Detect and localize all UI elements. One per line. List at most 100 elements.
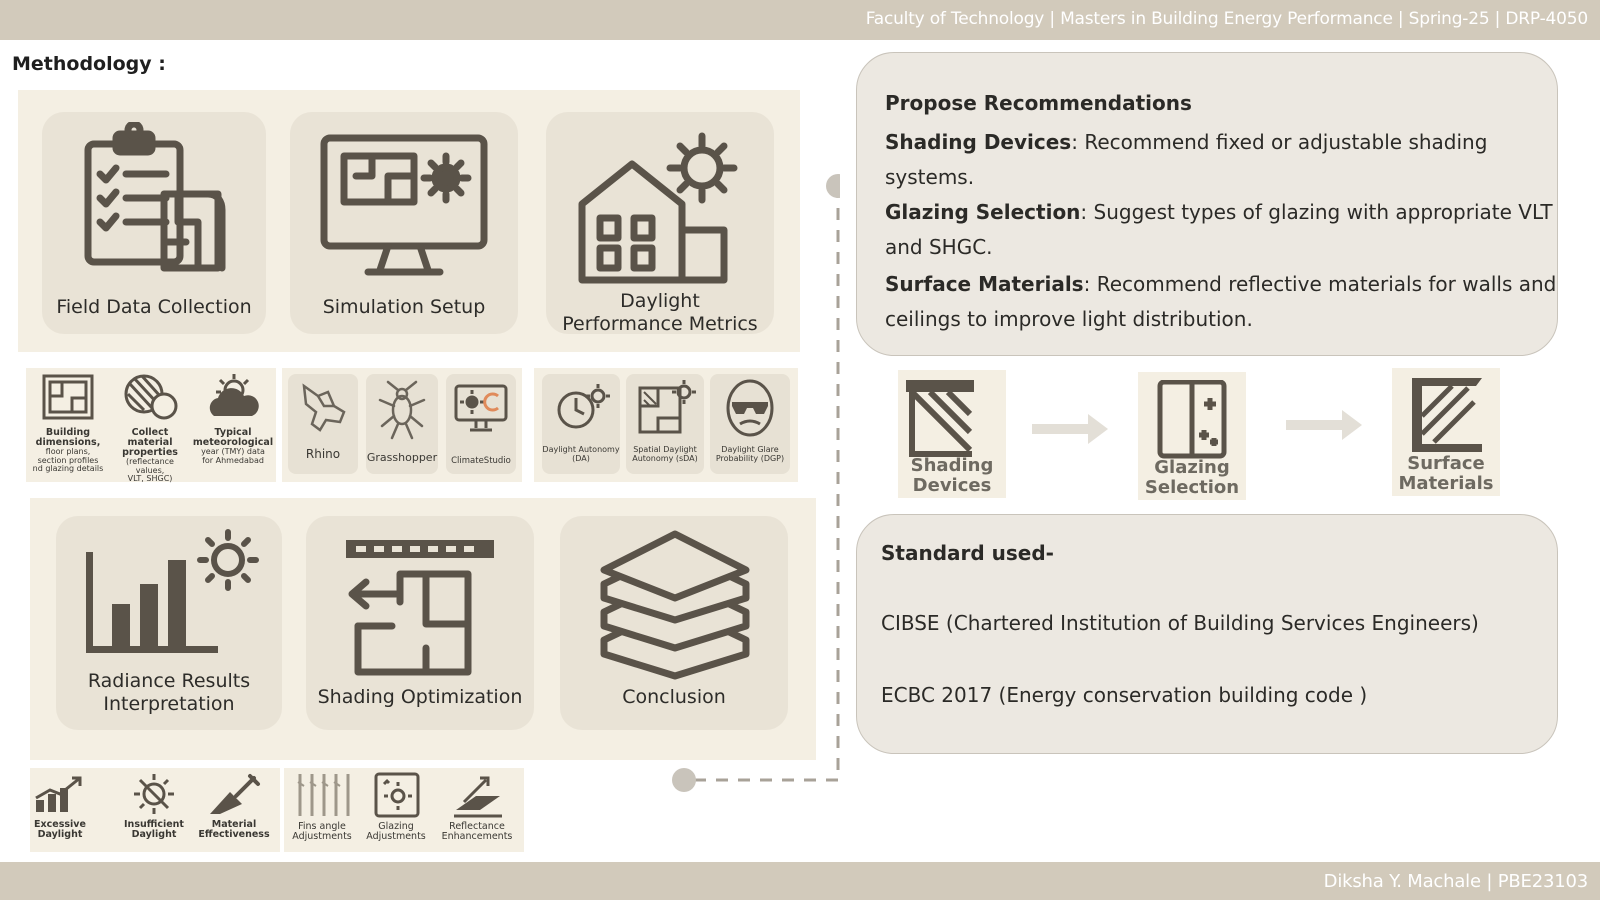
grasshopper-item: Grasshopper <box>366 374 438 474</box>
flow-shading-line2: Devices <box>912 475 992 496</box>
shading-optimization-label: Shading Optimization <box>317 686 523 708</box>
tmy-line2: meteorological <box>192 437 274 448</box>
sunglasses-face-icon <box>726 379 774 437</box>
field-data-strip: Building dimensions, floor plans, sectio… <box>26 368 276 483</box>
bottom-methodology-panel: Radiance Results Interpretation Shading … <box>30 498 816 760</box>
rec-surface-term: Surface Materials <box>885 272 1084 296</box>
reflectance-line2: Enhancements <box>441 831 513 842</box>
plan-louver-icon <box>346 540 494 676</box>
material-properties-line3: properties <box>122 447 178 458</box>
insufficient-line2: Daylight <box>131 829 177 840</box>
flow-arrow-2 <box>1286 410 1362 440</box>
results-strip: Excessive Daylight Insufficient Daylight… <box>30 768 280 852</box>
recommendations-heading: Propose Recommendations <box>885 91 1192 115</box>
conclusion-label: Conclusion <box>622 686 726 708</box>
sun-cloud-icon <box>209 374 259 416</box>
building-dimensions-item: Building dimensions, floor plans, sectio… <box>30 372 106 478</box>
glazing-sun-icon <box>374 772 420 818</box>
flow-shading-label: Shading Devices <box>898 456 1006 496</box>
header-band: Faculty of Technology | Masters in Build… <box>0 0 1600 40</box>
building-plan-icon <box>42 374 94 420</box>
simulation-setup-card: Simulation Setup <box>290 112 518 334</box>
house-sun-icon <box>578 132 738 284</box>
grasshopper-label: Grasshopper <box>366 451 438 464</box>
glazing-adj-line1: Glazing <box>378 821 414 832</box>
climatestudio-monitor-icon <box>454 384 508 432</box>
top-methodology-panel: Field Data Collection Simulation Setup <box>18 90 800 352</box>
flow-shading-line1: Shading <box>910 455 994 476</box>
reflectance-line1: Reflectance <box>449 821 505 832</box>
daylight-performance-metrics-label: Daylight Performance Metrics <box>546 290 774 336</box>
rec-glazing-line1: : Suggest types of glazing with appropri… <box>1080 200 1553 224</box>
rhino-label: Rhino <box>305 447 341 461</box>
fins-icon <box>297 774 350 816</box>
glazing-adjustments-item: Glazing Adjustments <box>360 770 432 850</box>
insufficient-line1: Insufficient <box>124 819 184 830</box>
tmy-line4: for Ahmedabad <box>202 455 264 465</box>
fins-line1: Fins angle <box>298 821 346 832</box>
dgp-item: Daylight Glare Probability (DGP) <box>710 374 790 474</box>
material-swatch-icon <box>124 374 178 420</box>
sda-line2: Autonomy (sDA) <box>632 453 698 463</box>
tmy-line1: Typical <box>214 427 252 438</box>
rhino-item: Rhino <box>288 374 358 474</box>
tmy-line3: year (TMY) data <box>201 447 265 456</box>
standard-ecbc: ECBC 2017 (Energy conservation building … <box>881 683 1368 707</box>
rec-glazing-term: Glazing Selection <box>885 200 1081 224</box>
material-properties-line5: VLT, SHGC) <box>127 474 173 483</box>
rec-surface-line2: ceilings to improve light distribution. <box>885 307 1253 331</box>
glazing-window-icon <box>1157 380 1227 459</box>
dgp-line2: Probability (DGP) <box>715 453 785 463</box>
standards-heading: Standard used- <box>881 541 1054 565</box>
rhino-logo-icon <box>302 383 346 432</box>
flow-surface-label: Surface Materials <box>1392 454 1500 494</box>
sda-item: Spatial Daylight Autonomy (sDA) <box>626 374 704 474</box>
flow-glazing-selection: Glazing Selection <box>1138 372 1246 500</box>
material-eff-line1: Material <box>211 819 257 830</box>
daylight-autonomy-item: Daylight Autonomy (DA) <box>542 374 620 474</box>
rec-surface-line1: : Recommend reflective materials for wal… <box>1083 272 1557 296</box>
daylight-label-line1: Daylight <box>620 290 700 312</box>
optimization-strip: Fins angle Adjustments Glazing Adjustmen… <box>284 768 524 852</box>
rec-shading-line1: : Recommend fixed or adjustable shading <box>1071 130 1488 154</box>
daylight-label-line2: Performance Metrics <box>562 313 758 335</box>
recommendations-box: Propose Recommendations Shading Devices:… <box>856 52 1558 356</box>
grasshopper-logo-icon <box>378 380 426 440</box>
material-properties-line1: Collect <box>131 427 169 438</box>
field-data-collection-card: Field Data Collection <box>42 112 266 334</box>
monitor-plan-sun-icon <box>320 134 488 276</box>
building-dimensions-line3: floor plans, <box>45 447 91 456</box>
rec-glazing-selection: Glazing Selection: Suggest types of glaz… <box>885 195 1553 265</box>
daylight-performance-metrics-card: Daylight Performance Metrics <box>546 112 774 336</box>
bar-chart-sun-icon <box>86 529 259 653</box>
rec-shading-term: Shading Devices <box>885 130 1072 154</box>
material-properties-line4: (reflectance values, <box>126 457 174 475</box>
dgp-line1: Daylight Glare <box>721 445 779 454</box>
building-dimensions-line2: dimensions, <box>35 437 101 448</box>
excessive-daylight-item: Excessive Daylight <box>32 770 88 850</box>
material-eff-line2: Effectiveness <box>198 829 270 840</box>
flow-glazing-label: Glazing Selection <box>1138 458 1246 498</box>
flow-surface-materials: Surface Materials <box>1392 368 1500 496</box>
flow-glazing-line1: Glazing <box>1154 457 1230 478</box>
flow-surface-line1: Surface <box>1407 453 1485 474</box>
sda-line1: Spatial Daylight <box>633 445 697 454</box>
reflect-surface-icon <box>454 776 502 818</box>
rec-shading-devices: Shading Devices: Recommend fixed or adju… <box>885 125 1487 195</box>
clipboard-checklist-icon <box>84 122 226 272</box>
rec-glazing-line2: and SHGC. <box>885 235 993 259</box>
flow-arrow-1 <box>1032 414 1108 444</box>
clock-sun-icon <box>557 384 610 429</box>
rising-chart-icon <box>35 776 82 812</box>
standard-cibse: CIBSE (Chartered Institution of Building… <box>881 611 1479 635</box>
no-sun-icon <box>134 774 174 814</box>
glazing-adj-line2: Adjustments <box>366 831 426 842</box>
flow-surface-line2: Materials <box>1398 473 1494 494</box>
radiance-results-label: Radiance Results Interpretation <box>56 670 282 716</box>
reflectance-enhancements-item: Reflectance Enhancements <box>434 770 520 850</box>
flow-connector <box>672 174 840 792</box>
radiance-results-card: Radiance Results Interpretation <box>56 516 282 730</box>
da-line1: Daylight Autonomy <box>542 445 620 454</box>
tmy-data-item: Typical meteorological year (TMY) data f… <box>192 372 274 478</box>
standards-box: Standard used- CIBSE (Chartered Institut… <box>856 514 1558 754</box>
